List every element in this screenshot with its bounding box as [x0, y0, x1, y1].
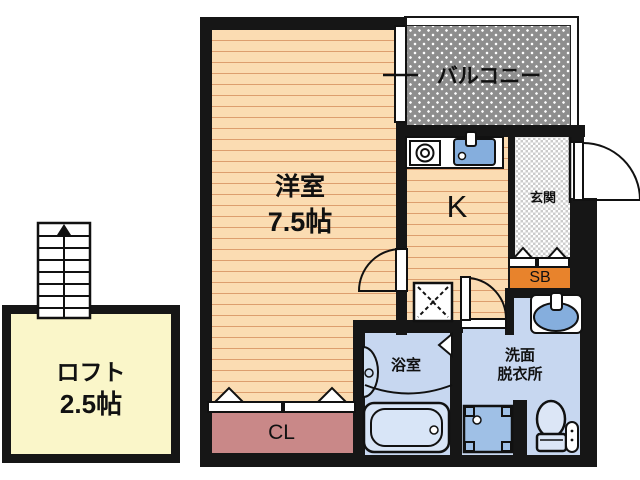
- wall-bathroom-right: [450, 333, 462, 455]
- balcony-window-icon: [383, 25, 418, 123]
- wall-bottom: [200, 455, 597, 467]
- entrance-label: 玄関: [529, 189, 556, 205]
- wall-room-kitchen-lower: [396, 289, 407, 335]
- loft-name-label: ロフト: [56, 359, 126, 385]
- bathtub-icon: [362, 401, 451, 454]
- wall-left: [200, 17, 212, 467]
- entrance-step-icon: [508, 246, 570, 268]
- bathroom-door-icon: [437, 331, 453, 359]
- balcony-label: バルコニー: [436, 65, 542, 88]
- wall-room-kitchen-upper: [396, 118, 407, 250]
- bathroom-curtain-line: [364, 384, 453, 395]
- duct-box-icon: [412, 281, 454, 323]
- bathroom-label: 浴室: [390, 356, 421, 374]
- washroom-label: 洗面 脱衣所: [486, 344, 554, 386]
- wall-balcony-corner: [570, 125, 584, 143]
- wall-balcony-bottom: [396, 125, 585, 137]
- shoe-box-label: SB: [529, 269, 551, 286]
- main-room-floor: [212, 30, 397, 455]
- closet-doors-icon: [207, 386, 356, 413]
- entrance-door: [568, 137, 640, 203]
- washroom-door: [460, 276, 508, 329]
- wall-bathroom-top: [353, 320, 463, 333]
- loft-size-label: 2.5帖: [59, 388, 123, 419]
- main-room-door: [357, 248, 408, 292]
- wall-washroom-left-stub: [505, 288, 514, 335]
- balcony-floor: [405, 25, 571, 126]
- main-room-name-label: 洋室: [274, 173, 325, 201]
- stairs-icon: [36, 221, 92, 320]
- washing-machine-icon: [462, 404, 514, 454]
- wall-toilet-partition: [513, 400, 527, 455]
- wall-kitchen-entrance: [508, 135, 515, 258]
- closet-label: CL: [268, 421, 295, 444]
- washroom-label-line1: 洗面: [504, 347, 535, 364]
- stairs-up-arrow-icon: [57, 224, 71, 235]
- bathroom-basin-icon: [362, 345, 379, 399]
- washroom-label-line2: 脱衣所: [497, 366, 543, 383]
- toilet-icon: [535, 399, 579, 453]
- wall-right-lower: [580, 290, 597, 467]
- wall-washroom-top: [505, 288, 585, 298]
- kitchen-counter: [405, 131, 504, 169]
- wall-top: [200, 17, 407, 30]
- kitchen-label: K: [446, 189, 468, 224]
- washbasin-icon: [530, 292, 583, 334]
- wall-right-upper: [570, 198, 597, 290]
- main-room-size-label: 7.5帖: [267, 206, 333, 237]
- entrance-floor: [513, 135, 571, 261]
